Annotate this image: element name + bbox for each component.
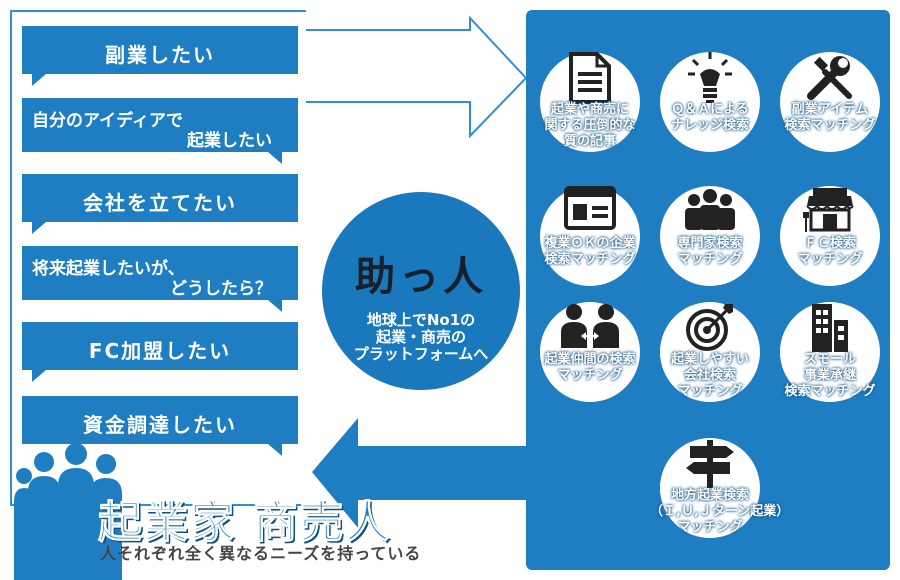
service-side-items-label: 副業アイテム 検索マッチング [784,102,876,133]
service-partners: 起業仲間の検索 マッチング [530,288,650,402]
need-future-startup-line1: 将来起業したいが、 [32,259,185,279]
document-icon [569,52,611,104]
service-small-succession-label: スモール 事業承継 検索マッチング [784,352,876,399]
center-circle: 助っ人 地球上でNo1の 起業・商売の プラットフォームへ [322,192,520,390]
need-side-job: 副業したい [22,26,298,86]
sukette-logo: 助っ人 [355,253,487,300]
need-own-idea-line2: 起業したい [187,131,272,151]
center-line2: 起業・商売の [375,328,466,346]
service-articles-label: 起業や商売に 関する圧倒的な 質の記事 [544,102,636,149]
service-fc-label: ＦＣ検索 マッチング [797,236,863,267]
needs-frame [10,10,306,506]
group-icon [685,189,735,230]
service-fc-circle [780,186,880,286]
service-experts-label: 専門家検索 マッチング [677,236,743,267]
footer-subtitle: 人それぞれ全く異なるニーズを持っている [100,544,422,563]
service-regional-label: 地方起業検索 （Ｉ,Ｕ,Ｊターン起業） マッチング [650,488,790,535]
service-qa-label: Ｑ＆Ａによる ナレッジ検索 [670,102,749,133]
businesspeople-silhouette-icon [14,443,122,580]
service-multi-job-company-label: 複業ＯＫの企業 検索マッチング [544,236,636,267]
service-multi-job-company: 複業ＯＫの企業 検索マッチング [530,172,650,286]
need-future-startup: 将来起業したいが、 どうしたら？ [22,246,298,312]
service-easy-company-label: 起業しやすい 会社検索 マッチング [671,352,749,399]
need-funding: 資金調達したい [22,396,298,456]
need-fc-join: FC加盟したい [22,322,298,382]
signpost-icon [686,440,734,488]
service-small-succession: スモール 事業承継 検索マッチング [770,288,890,402]
need-fc-join-text: FC加盟したい [88,339,232,363]
service-partners-label: 起業仲間の検索 マッチング [544,352,636,383]
tools-icon [807,56,852,100]
need-future-startup-line2: どうしたら？ [170,279,272,299]
service-articles-circle [540,52,640,152]
service-regional-circle [660,438,760,538]
service-easy-company: 起業しやすい 会社検索 マッチング [650,288,770,402]
service-fc: ＦＣ検索 マッチング [770,172,890,286]
need-start-company: 会社を立てたい [22,174,298,234]
building-icon [812,304,848,352]
id-card-icon [564,186,616,230]
service-multi-job-company-circle [540,186,640,286]
service-regional: 地方起業検索 （Ｉ,Ｕ,Ｊターン起業） マッチング [650,424,790,538]
center-line3: プラットフォームへ [353,345,489,363]
service-articles: 起業や商売に 関する圧倒的な 質の記事 [530,38,650,152]
footer-title: 起業家 商売人 [97,497,392,549]
service-easy-company-circle [660,302,760,402]
service-small-succession-circle [780,302,880,402]
lightbulb-icon [688,52,732,103]
center-line1: 地球上でNo1の [366,311,476,329]
service-partners-circle [540,302,640,402]
need-own-idea: 自分のアイディアで 起業したい [22,98,298,164]
need-start-company-text: 会社を立てたい [83,191,237,215]
need-funding-text: 資金調達したい [83,413,237,437]
service-qa-circle [660,52,760,152]
left-arrow [312,418,526,528]
service-experts: 専門家検索 マッチング [650,172,770,286]
services-panel: 起業や商売に 関する圧倒的な 質の記事 Ｑ＆Ａによる ナレッジ検索 [526,10,890,570]
need-side-job-text: 副業したい [105,43,215,67]
partners-icon [561,304,619,348]
target-icon [686,304,733,351]
right-arrow [306,15,528,139]
service-qa: Ｑ＆Ａによる ナレッジ検索 [650,38,770,152]
service-side-items: 副業アイテム 検索マッチング [770,38,890,152]
service-side-items-circle [780,52,880,152]
service-experts-circle [660,186,760,286]
shop-icon [803,188,854,232]
need-own-idea-line1: 自分のアイディアで [32,111,183,131]
center-text: 地球上でNo1の 起業・商売の プラットフォームへ [322,312,520,363]
